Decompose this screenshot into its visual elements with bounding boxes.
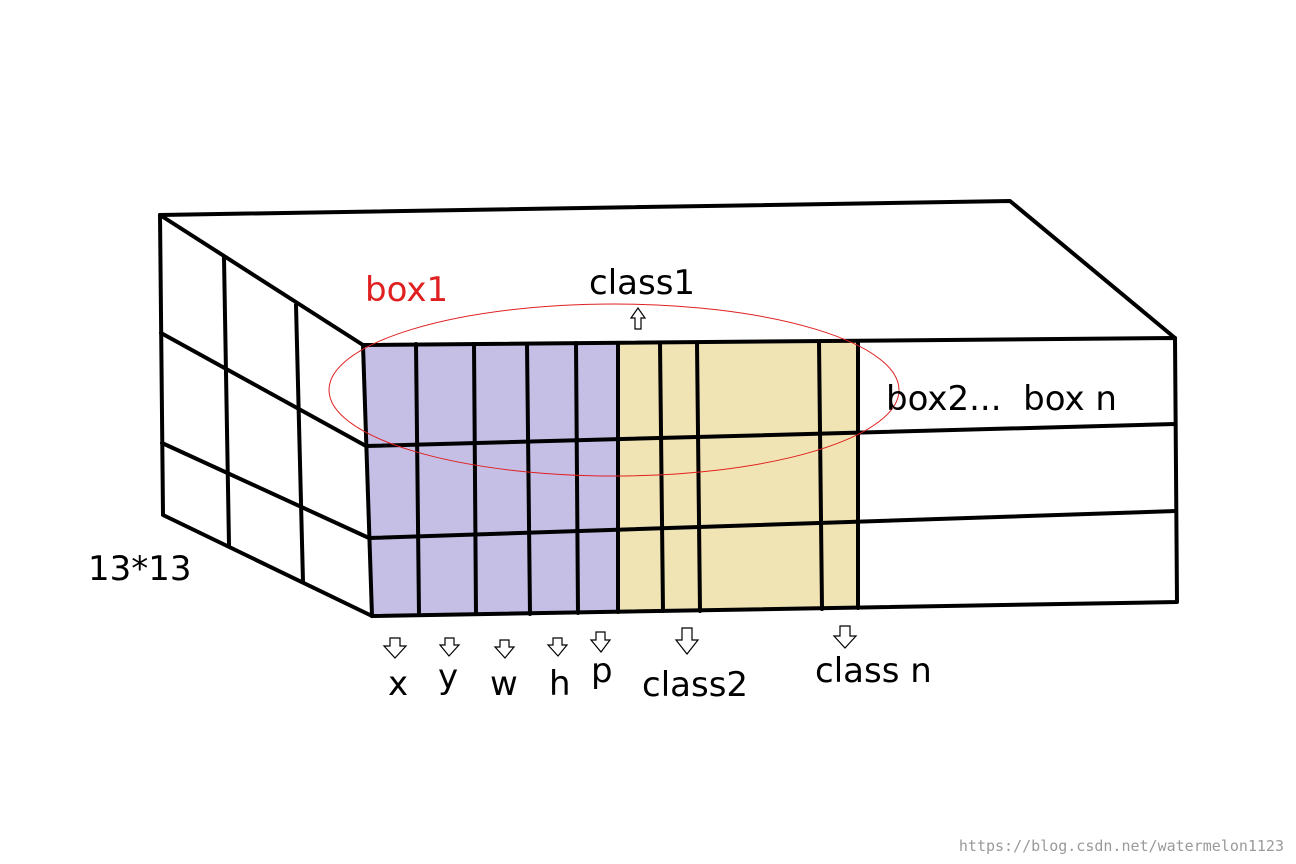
watermark-text: https://blog.csdn.net/watermelon1123 <box>959 837 1284 855</box>
w-label: w <box>490 664 518 704</box>
box-rest-label: box2... box n <box>886 379 1117 419</box>
y-label: y <box>438 657 458 697</box>
p-label: p <box>591 651 613 691</box>
grid-size-label: 13*13 <box>88 549 192 589</box>
tensor-outline <box>158 199 1179 618</box>
class1-up-arrow-icon <box>629 306 647 330</box>
box1-label: box1 <box>365 270 448 310</box>
x-down-arrow-icon <box>382 637 408 659</box>
y-down-arrow-icon <box>438 637 461 657</box>
box-coords-region <box>363 343 618 616</box>
box1-highlight-ellipse <box>328 303 900 477</box>
w-down-arrow-icon <box>493 639 516 659</box>
class1-label: class1 <box>589 263 695 303</box>
class-n-down-arrow-icon <box>832 625 858 649</box>
class-probs-region <box>618 341 858 612</box>
class2-down-arrow-icon <box>674 627 700 655</box>
class2-label: class2 <box>642 665 748 705</box>
h-label: h <box>549 664 571 704</box>
class-n-label: class n <box>815 651 932 691</box>
p-down-arrow-icon <box>589 631 612 653</box>
x-label: x <box>388 664 408 704</box>
h-down-arrow-icon <box>546 637 569 657</box>
